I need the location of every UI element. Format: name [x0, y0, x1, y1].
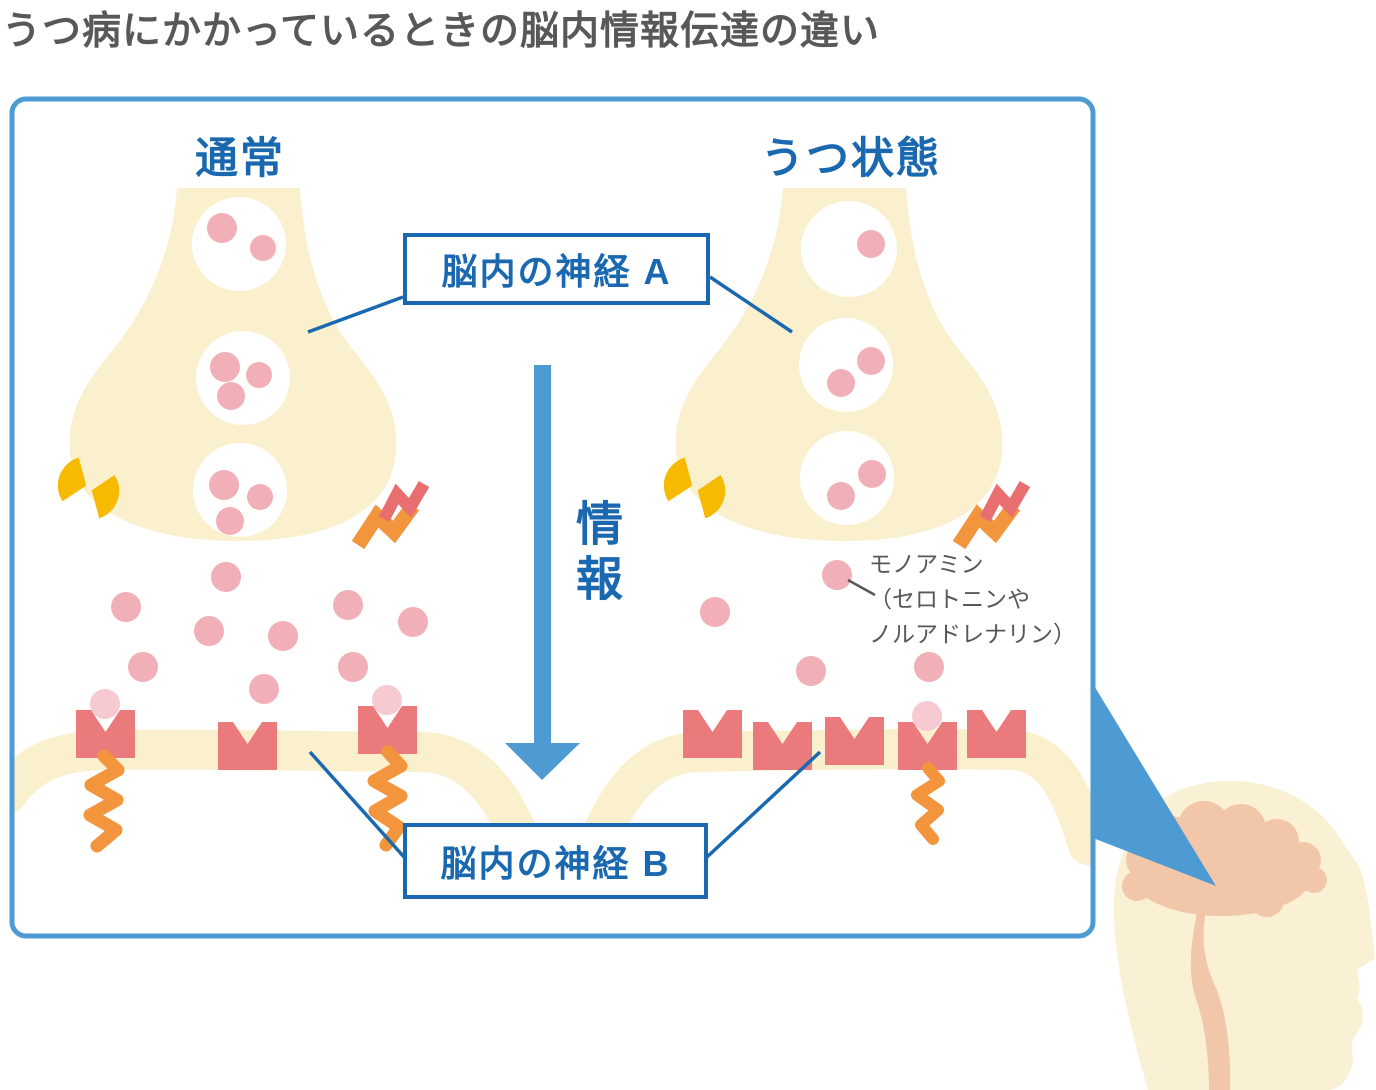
- right-neuron-terminal: [584, 188, 1091, 865]
- nerve-a-label-box: 脳内の神経 A: [403, 233, 710, 305]
- receptor-icon: [967, 710, 1026, 758]
- docked-monoamine-dot: [372, 685, 402, 715]
- receptor-row-right: [683, 701, 1026, 845]
- information-label: 情報: [569, 499, 622, 609]
- signal-squiggle-icon: [367, 745, 408, 852]
- receptor-icon: [753, 722, 812, 770]
- signal-squiggle-icon: [83, 749, 125, 853]
- page-title: うつ病にかかっているときの脳内情報伝達の違い: [2, 10, 881, 53]
- reuptake-transporter-icon: [952, 480, 1031, 550]
- receptor-row-left: [76, 685, 417, 853]
- callout-line-nerve-a-left: [307, 295, 404, 334]
- monoamine-pointer-line: [847, 578, 876, 597]
- callout-line-nerve-a-right: [709, 275, 793, 334]
- callout-line-nerve-b-left: [308, 750, 406, 859]
- receptor-icon: [218, 722, 277, 770]
- receptor-icon: [825, 717, 884, 765]
- synaptic-vesicle: [801, 201, 897, 297]
- nerve-b-label: 脳内の神経 B: [440, 843, 671, 884]
- yellow-enzyme-icon: [57, 457, 120, 519]
- receptor-icon: [683, 710, 742, 758]
- panel-border: [9, 96, 1096, 939]
- yellow-enzyme-icon: [663, 457, 726, 519]
- reuptake-transporter-icon: [351, 480, 430, 550]
- receptor-icon: [76, 710, 135, 758]
- brain-stem: [1190, 908, 1231, 1090]
- docked-monoamine-dot: [90, 689, 120, 719]
- condition-label-depressed: うつ状態: [761, 135, 941, 183]
- left-neuron-terminal: [14, 188, 536, 853]
- receptor-icon: [898, 722, 957, 770]
- synaptic-vesicle: [196, 331, 290, 425]
- synaptic-vesicle: [799, 318, 893, 412]
- magnifier-callout-wedge: [1093, 684, 1216, 886]
- synaptic-vesicle: [800, 431, 894, 525]
- released-monoamine-dots: [111, 562, 428, 704]
- synaptic-vesicle: [192, 197, 286, 291]
- callout-line-nerve-b-right: [705, 750, 822, 859]
- released-monoamine-dots: [700, 560, 944, 686]
- downward-information-arrow: [505, 365, 580, 780]
- synaptic-vesicle: [193, 443, 287, 537]
- condition-label-normal: 通常: [195, 135, 285, 183]
- signal-squiggle-icon: [911, 762, 945, 845]
- panel-content: [14, 188, 1091, 865]
- nerve-a-label: 脳内の神経 A: [441, 251, 672, 292]
- nerve-b-label-box: 脳内の神経 B: [403, 823, 708, 899]
- receptor-icon: [358, 706, 417, 754]
- monoamine-note: モノアミン （セロトニンや ノルアドレナリン）: [869, 551, 1076, 647]
- docked-monoamine-dot: [912, 701, 942, 731]
